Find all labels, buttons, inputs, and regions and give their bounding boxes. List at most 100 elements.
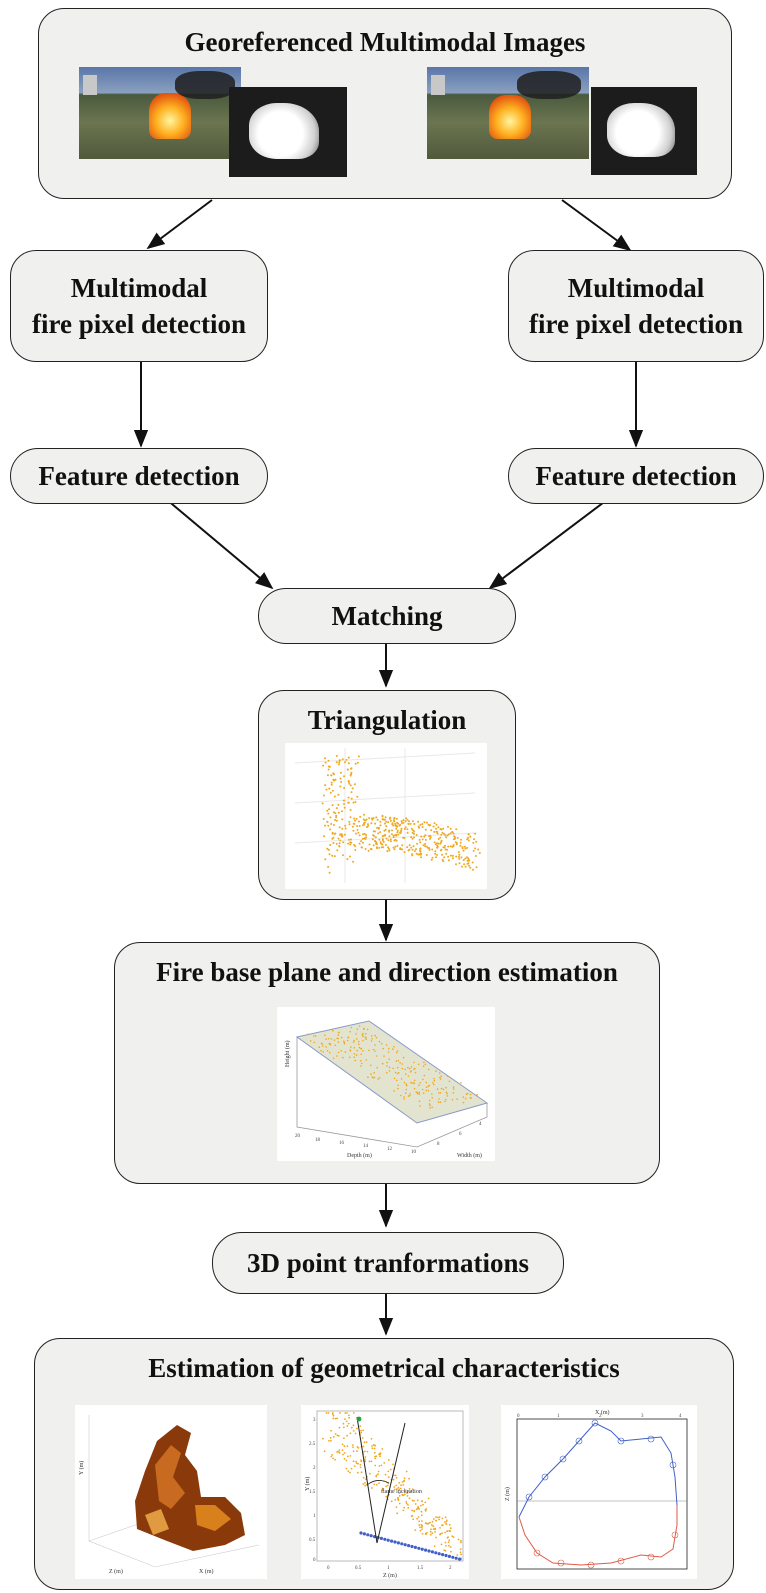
cloud-point (379, 824, 382, 827)
cloud-point (445, 836, 448, 839)
cloud-point (326, 809, 329, 812)
incl-point (334, 1417, 337, 1420)
cloud-point (358, 834, 361, 837)
cloud-point (359, 815, 362, 818)
incl-point (338, 1452, 341, 1454)
cloud-point (370, 848, 373, 851)
cloud-point (349, 855, 351, 858)
plane-point (337, 1041, 340, 1043)
incl-point (405, 1502, 408, 1505)
incl-point (361, 1437, 364, 1439)
cloud-point (324, 784, 327, 787)
plane-point (402, 1056, 405, 1059)
incl-point (368, 1472, 371, 1475)
plane-point (383, 1055, 385, 1057)
cloud-point (393, 848, 396, 851)
incl-point (401, 1481, 404, 1483)
incl-ytick: 1.5 (309, 1490, 316, 1495)
cloud-point (348, 823, 351, 826)
cloud-point (338, 759, 341, 762)
incl-point (393, 1486, 396, 1488)
cloud-point (398, 824, 401, 827)
cloud-point (389, 838, 392, 841)
cloud-point (350, 767, 353, 770)
incl-point (441, 1524, 443, 1527)
cloud-point (443, 856, 446, 859)
cloud-point (417, 853, 420, 856)
incl-point (402, 1484, 405, 1486)
incl-point (352, 1412, 355, 1414)
plane-point (418, 1093, 421, 1095)
cloud-point (350, 838, 352, 841)
incl-point (421, 1533, 424, 1535)
incl-point (425, 1533, 427, 1536)
incl-point (427, 1523, 429, 1525)
incl-point (445, 1523, 447, 1525)
cloud-point (362, 833, 364, 836)
plane-point (370, 1035, 373, 1037)
incl-point (357, 1462, 359, 1465)
cloud-point (387, 846, 389, 849)
incl-point (395, 1484, 397, 1487)
cloud-point (377, 832, 380, 835)
incl-point (387, 1459, 390, 1461)
incl-point (373, 1447, 376, 1450)
cloud-point (389, 816, 392, 819)
incl-point (434, 1531, 436, 1533)
cloud-point (468, 859, 471, 862)
incl-point (339, 1412, 341, 1414)
cloud-point (384, 816, 387, 819)
plane-point (306, 1033, 309, 1036)
plane-point (325, 1046, 327, 1048)
plane-point (362, 1039, 364, 1042)
incl-point (411, 1514, 414, 1517)
cloud-point (377, 826, 380, 829)
cloud-point (432, 825, 435, 828)
transform-label: 3D point tranformations (247, 1248, 529, 1278)
cloud-point (430, 858, 433, 861)
cloud-point (458, 857, 461, 860)
inclination-ylabel: Y (m) (304, 1477, 311, 1491)
incl-point (332, 1417, 335, 1420)
cloud-point (396, 825, 398, 828)
cloud-point (404, 820, 407, 823)
plane-point (355, 1033, 357, 1035)
incl-point (328, 1440, 330, 1442)
incl-point (405, 1501, 408, 1503)
incl-point (362, 1429, 364, 1432)
base-point (444, 1553, 448, 1558)
cloud-point (424, 843, 427, 845)
incl-point (385, 1495, 388, 1498)
incl-point (438, 1518, 440, 1521)
cloud-point (324, 824, 326, 827)
cloud-point (342, 841, 345, 844)
cloud-point (332, 811, 335, 814)
cloud-point (474, 847, 477, 850)
cloud-point (347, 762, 350, 765)
geometry-title: Estimation of geometrical characteristic… (148, 1353, 620, 1383)
cloud-point (387, 821, 390, 824)
plane-point (439, 1092, 442, 1094)
incl-point (410, 1490, 413, 1492)
incl-point (392, 1478, 395, 1481)
cloud-point (348, 820, 351, 823)
incl-point (421, 1528, 423, 1530)
incl-point (342, 1426, 345, 1429)
incl-point (336, 1417, 339, 1420)
incl-point (441, 1532, 443, 1535)
plane-point (329, 1042, 331, 1045)
incl-point (364, 1458, 366, 1460)
plane-point (362, 1050, 364, 1052)
plane-point (445, 1091, 448, 1093)
incl-point (329, 1436, 332, 1439)
incl-xtick: 0 (327, 1566, 330, 1571)
plane-point (442, 1088, 445, 1091)
plane-point (415, 1091, 418, 1093)
cloud-point (408, 820, 411, 823)
cloud-point (467, 836, 470, 839)
cloud-point (364, 838, 367, 840)
plane-point (337, 1034, 340, 1036)
cloud-point (449, 827, 452, 830)
cloud-point (339, 777, 342, 780)
plane-point (343, 1042, 346, 1045)
